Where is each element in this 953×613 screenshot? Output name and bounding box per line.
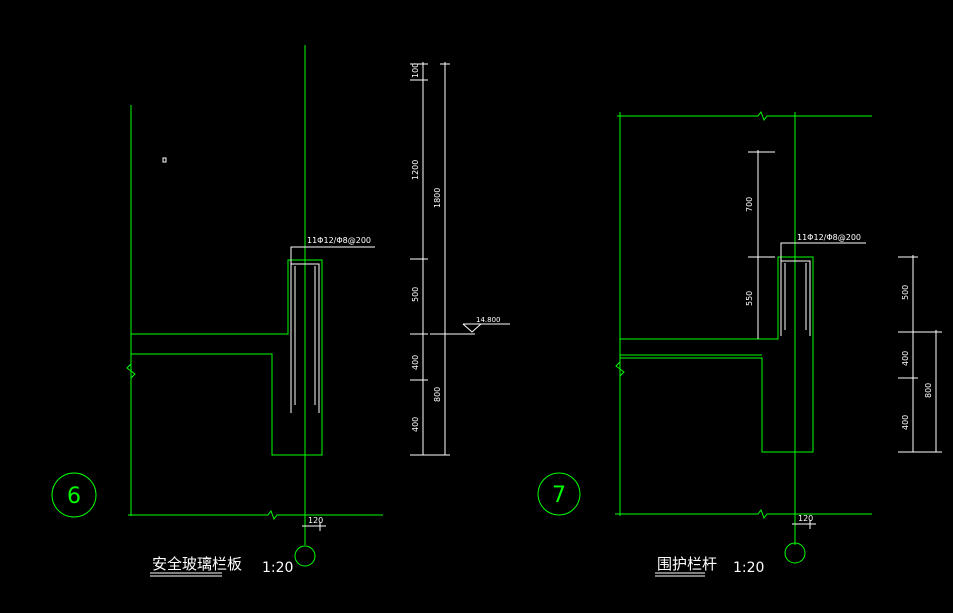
- rebar-note: 11Φ12/Φ8@200: [307, 236, 371, 245]
- rebar-leader: [290, 246, 375, 264]
- baseline: [128, 509, 383, 521]
- detail-number-bubble: [51, 472, 97, 518]
- dim-1800: 1800: [433, 188, 442, 208]
- dim-100: 100: [411, 63, 420, 78]
- dim-550: 550: [745, 291, 754, 306]
- detail-number: 6: [67, 484, 81, 509]
- rebar-line: [780, 260, 811, 336]
- detail-number-bubble: [537, 472, 581, 516]
- point-marker: [162, 157, 167, 163]
- dim-500: 500: [901, 285, 910, 300]
- detail-title: 围护栏杆: [657, 555, 717, 573]
- dim-500: 500: [411, 287, 420, 302]
- dim-800: 800: [924, 383, 933, 398]
- rebar-leader: [780, 242, 866, 261]
- break-mark: [615, 361, 625, 377]
- slab-parapet-outline: [131, 259, 323, 456]
- slab-parapet-outline: [620, 256, 814, 453]
- dim-400b: 400: [411, 417, 420, 432]
- level-mark: 14.800: [476, 316, 501, 324]
- detail-number: 7: [552, 483, 566, 508]
- dim-400a: 400: [411, 355, 420, 370]
- wall-dim: 120: [308, 516, 323, 525]
- axis-bubble: [784, 542, 806, 564]
- dim-700: 700: [745, 197, 754, 212]
- rebar-line: [290, 263, 320, 413]
- level-triangle: [462, 323, 483, 333]
- dim-400b: 400: [901, 415, 910, 430]
- dim-800: 800: [433, 387, 442, 402]
- dim-1200: 1200: [411, 160, 420, 180]
- break-mark: [126, 363, 136, 379]
- top-line: [617, 110, 872, 122]
- rebar-note: 11Φ12/Φ8@200: [797, 233, 861, 242]
- axis-bubble: [294, 545, 316, 567]
- detail-7: 11Φ12/Φ8@200 700 550 500 400 800 400 120…: [537, 110, 942, 577]
- wall-dim: 120: [798, 514, 813, 523]
- detail-title: 安全玻璃栏板: [152, 555, 242, 573]
- dim-400a: 400: [901, 351, 910, 366]
- detail-scale: 1:20: [733, 560, 764, 576]
- detail-6: 11Φ12/Φ8@200 100 1200 1800 500 400 800 4…: [51, 45, 510, 577]
- detail-scale: 1:20: [262, 560, 293, 576]
- baseline: [615, 508, 872, 520]
